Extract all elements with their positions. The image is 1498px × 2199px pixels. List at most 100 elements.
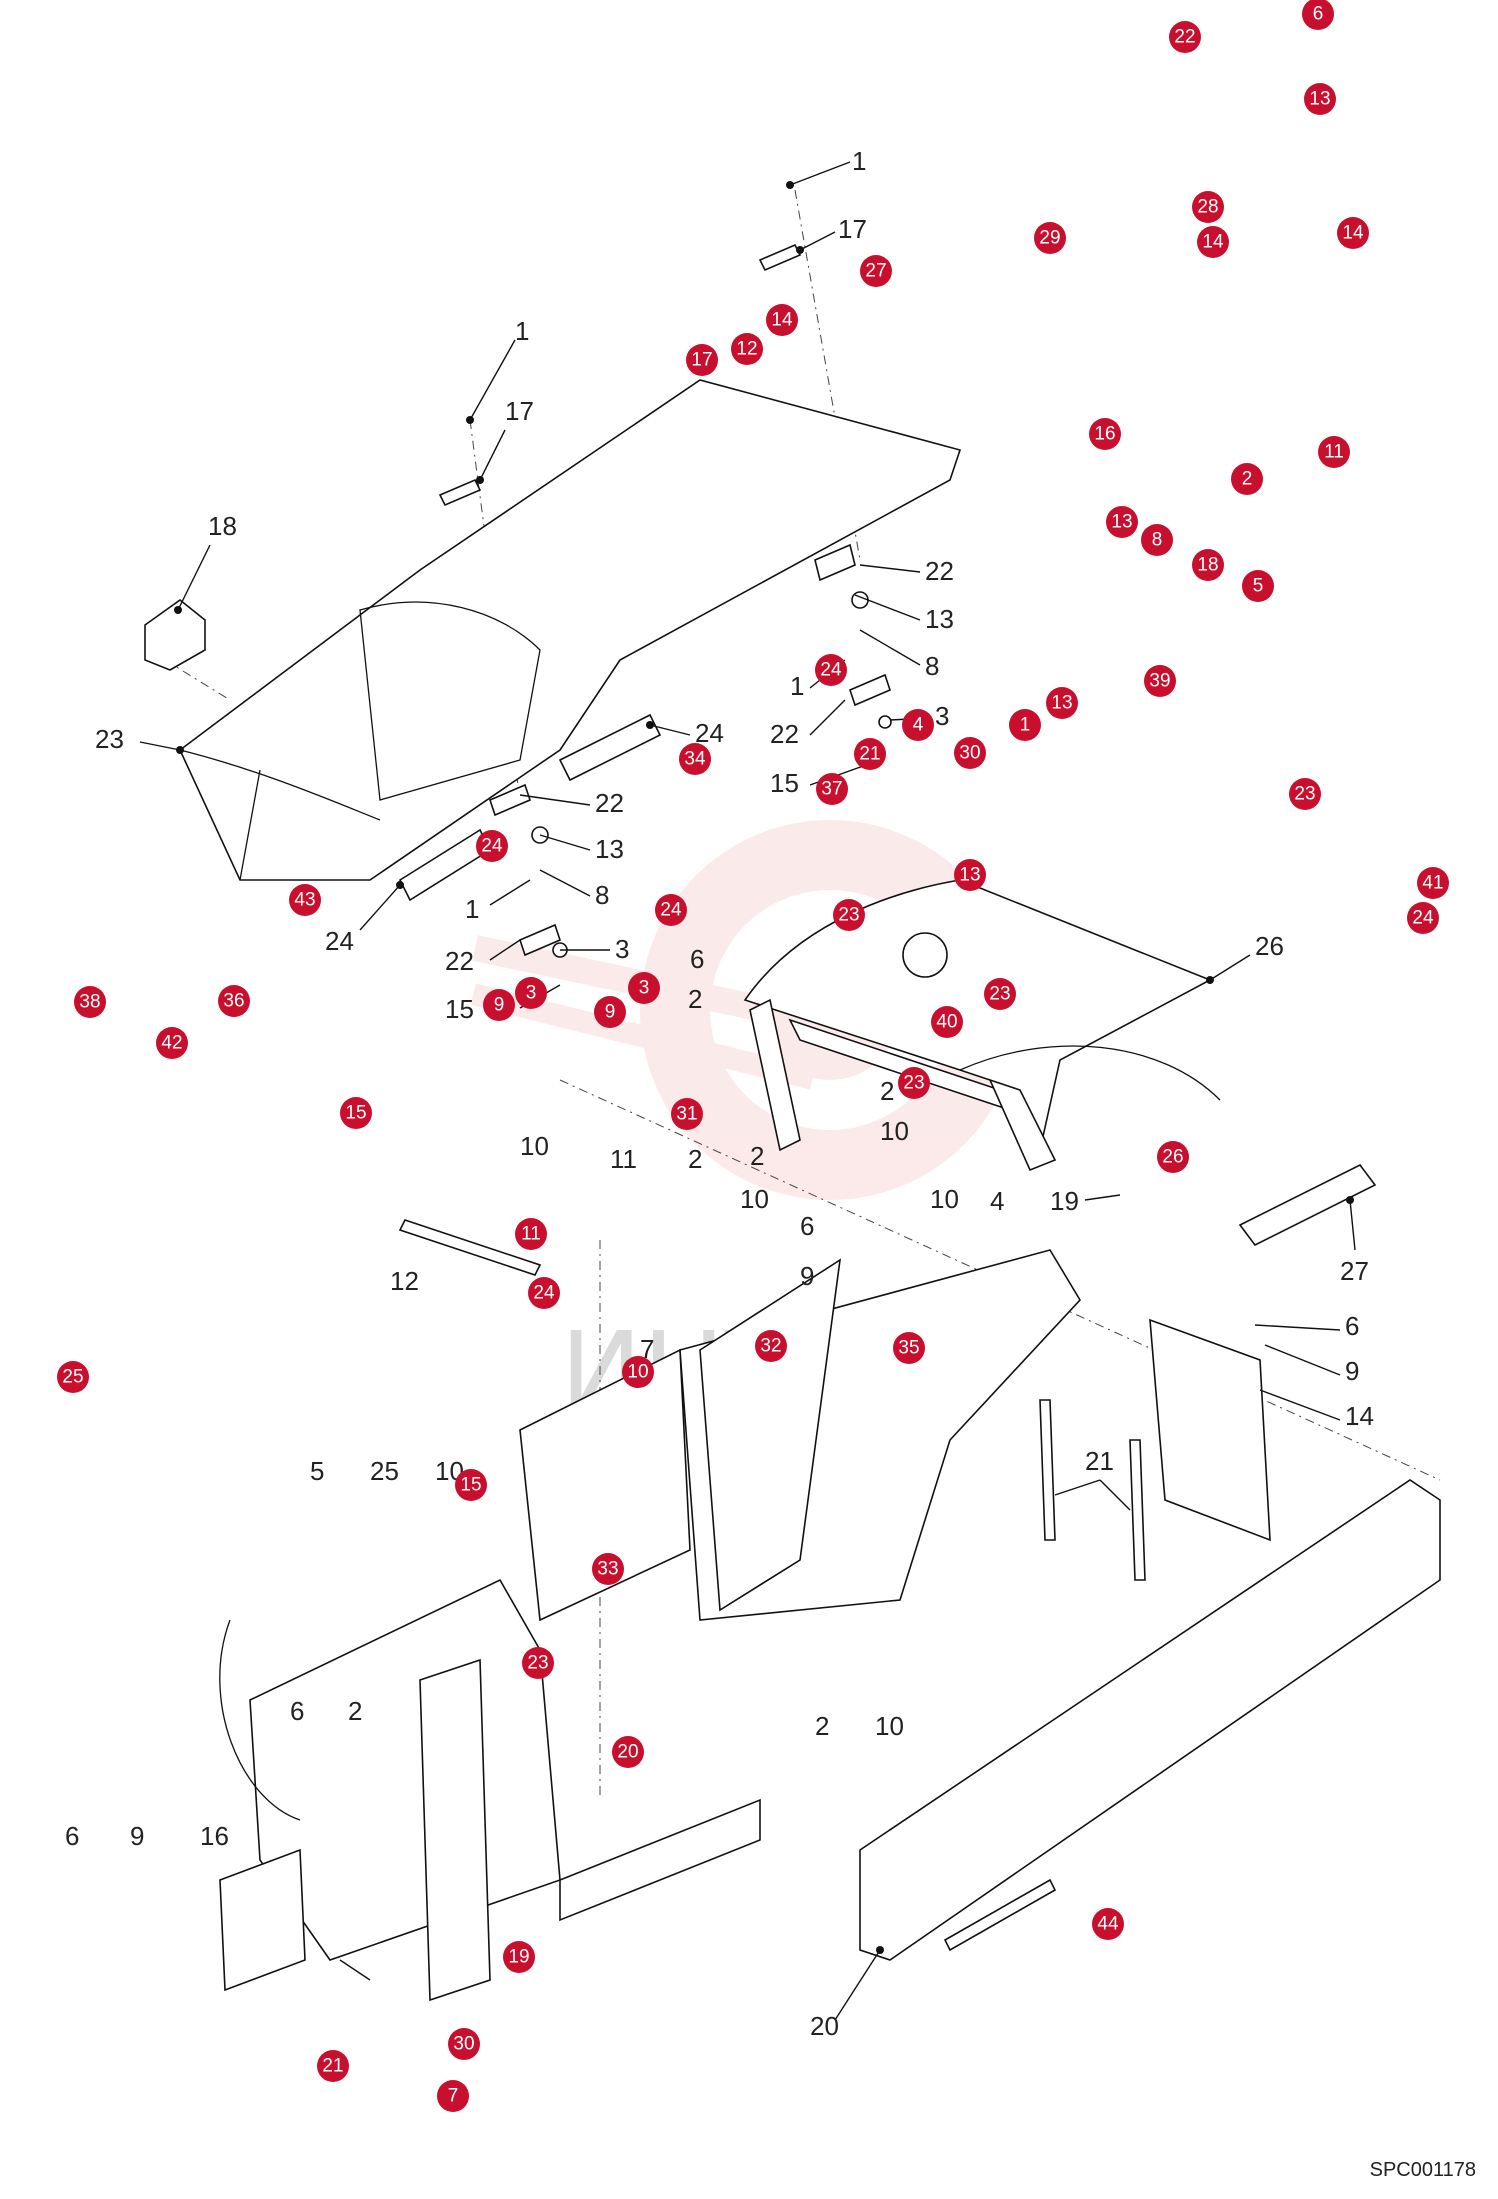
callout-label: 2 [750,1141,764,1171]
hotspot-marker[interactable]: 43 [289,884,321,916]
hotspot-marker[interactable]: 25 [57,1361,89,1393]
svg-text:23: 23 [527,1653,548,1674]
hotspot-marker[interactable]: 19 [503,1941,535,1973]
hotspot-marker[interactable]: 15 [455,1469,487,1501]
hotspot-marker[interactable]: 23 [1289,778,1321,810]
callout-label: 4 [990,1186,1004,1216]
hotspot-marker[interactable]: 11 [515,1218,547,1250]
hotspot-marker[interactable]: 14 [1337,217,1369,249]
callout-label: 23 [95,724,124,754]
callout-label: 24 [695,718,724,748]
hotspot-marker[interactable]: 36 [218,985,250,1017]
hotspot-marker[interactable]: 13 [1106,506,1138,538]
hotspot-marker[interactable]: 29 [1034,222,1066,254]
hotspot-marker[interactable]: 28 [1192,191,1224,223]
hotspot-marker[interactable]: 24 [476,830,508,862]
hotspot-marker[interactable]: 4 [902,709,934,741]
hotspot-marker[interactable]: 8 [1141,524,1173,556]
hotspot-marker[interactable]: 24 [1407,902,1439,934]
svg-text:14: 14 [1342,223,1364,244]
hotspot-marker[interactable]: 30 [448,2028,480,2060]
hotspot-marker[interactable]: 1 [1009,709,1041,741]
callout-label: 3 [615,934,629,964]
hotspot-marker[interactable]: 32 [755,1330,787,1362]
svg-text:16: 16 [1094,424,1115,445]
callout-label: 19 [1050,1186,1079,1216]
hotspot-marker[interactable]: 24 [528,1277,560,1309]
hotspot-marker[interactable]: 23 [833,899,865,931]
hotspot-marker[interactable]: 44 [1092,1908,1124,1940]
svg-text:8: 8 [1152,530,1163,551]
hotspot-marker[interactable]: 11 [1318,436,1350,468]
hotspot-marker[interactable]: 3 [515,977,547,1009]
hotspot-marker[interactable]: 3 [628,972,660,1004]
hotspot-marker[interactable]: 22 [1169,21,1201,53]
hotspot-marker[interactable]: 40 [931,1006,963,1038]
callout-label: 17 [838,214,867,244]
hotspot-marker[interactable]: 23 [522,1647,554,1679]
hotspot-marker[interactable]: 15 [340,1097,372,1129]
callout-label: 11 [610,1144,637,1174]
hotspot-marker[interactable]: 27 [860,255,892,287]
hotspot-marker[interactable]: 14 [766,304,798,336]
hotspot-marker[interactable]: 21 [317,2050,349,2082]
hotspot-marker[interactable]: 20 [612,1736,644,1768]
hotspot-marker[interactable]: 12 [731,333,763,365]
svg-text:11: 11 [1324,442,1344,463]
hotspot-marker[interactable]: 34 [679,743,711,775]
hotspot-marker[interactable]: 13 [1304,83,1336,115]
hotspot-marker[interactable]: 17 [686,344,718,376]
hotspot-marker[interactable]: 13 [954,859,986,891]
hotspot-marker[interactable]: 2 [1231,463,1263,495]
hotspot-marker[interactable]: 24 [815,654,847,686]
hotspot-marker[interactable]: 13 [1046,687,1078,719]
hotspot-marker[interactable]: 14 [1197,226,1229,258]
hotspot-marker[interactable]: 37 [816,773,848,805]
hotspot-marker[interactable]: 24 [655,894,687,926]
front-panel-14 [1149,1318,1271,1542]
hotspot-marker[interactable]: 10 [622,1356,654,1388]
callout-label: 6 [65,1821,79,1851]
hardware-top [438,243,892,958]
svg-text:44: 44 [1097,1914,1119,1935]
hotspot-marker[interactable]: 9 [594,996,626,1028]
hotspot-marker[interactable]: 21 [854,738,886,770]
hotspot-marker[interactable]: 38 [74,986,106,1018]
svg-text:31: 31 [676,1104,697,1125]
hotspot-marker[interactable]: 41 [1417,867,1449,899]
hotspot-markers: 22 6 13 28 14 29 14 27 14 12 17 16 11 2 … [57,0,1449,2112]
callout-label: 6 [690,944,704,974]
bars-21 [1039,1399,1146,1581]
hotspot-marker[interactable]: 23 [984,978,1016,1010]
svg-text:41: 41 [1422,873,1443,894]
hotspot-marker[interactable]: 23 [898,1067,930,1099]
main-frame [219,1249,1081,2002]
svg-text:1: 1 [1020,715,1031,736]
svg-text:13: 13 [1051,693,1072,714]
callout-labels: 1 17 1 17 18 22 13 8 1 22 3 15 23 24 22 … [65,146,1374,2041]
callout-label: 1 [852,146,866,176]
svg-text:26: 26 [1162,1147,1183,1168]
callout-label: 1 [790,671,804,701]
svg-text:14: 14 [1202,232,1224,253]
hotspot-marker[interactable]: 31 [671,1098,703,1130]
hotspot-marker[interactable]: 33 [592,1553,624,1585]
hotspot-marker[interactable]: 6 [1302,0,1334,30]
svg-text:23: 23 [903,1073,924,1094]
callout-label: 10 [875,1711,904,1741]
hotspot-marker[interactable]: 26 [1157,1141,1189,1173]
callout-label: 17 [505,396,534,426]
hotspot-marker[interactable]: 7 [437,2080,469,2112]
hotspot-marker[interactable]: 30 [954,737,986,769]
svg-text:2: 2 [1242,469,1253,490]
hotspot-marker[interactable]: 35 [893,1332,925,1364]
hotspot-marker[interactable]: 39 [1144,665,1176,697]
hotspot-marker[interactable]: 16 [1089,418,1121,450]
hotspot-marker[interactable]: 18 [1192,549,1224,581]
lever-assembly [749,932,1057,1172]
hotspot-marker[interactable]: 9 [483,989,515,1021]
hotspot-marker[interactable]: 5 [1242,570,1274,602]
callout-label: 26 [1255,931,1284,961]
hotspot-marker[interactable]: 42 [156,1027,188,1059]
